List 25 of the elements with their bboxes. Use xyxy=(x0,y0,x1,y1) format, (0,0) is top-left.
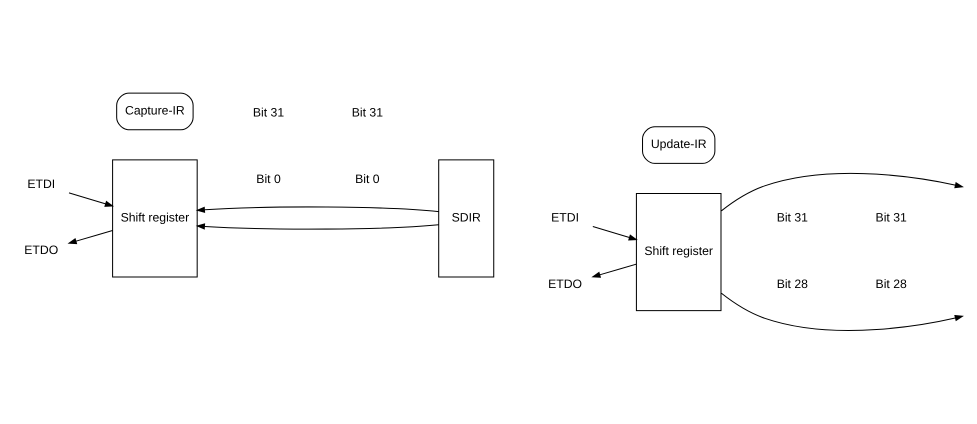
arrow xyxy=(68,230,113,244)
node-box: SDIR xyxy=(438,159,494,278)
node-box: Capture-IR xyxy=(116,92,194,130)
label: Bit 31 xyxy=(352,106,383,120)
arrow xyxy=(68,192,114,207)
node-text: ETDO xyxy=(24,243,58,258)
node-text: ETDO xyxy=(548,276,582,291)
node-box: Shift register xyxy=(636,192,722,312)
node-box: Shift register xyxy=(112,159,198,278)
arrow xyxy=(196,223,439,230)
arrow xyxy=(721,292,964,331)
label: Bit 0 xyxy=(256,172,281,186)
label: Bit 28 xyxy=(876,276,907,291)
label: Bit 28 xyxy=(776,276,808,291)
arrow xyxy=(591,264,636,278)
node-text: ETDI xyxy=(27,176,56,191)
node-text: ETDI xyxy=(551,210,579,225)
arrow xyxy=(721,172,964,212)
node-box: Update-IR xyxy=(642,126,716,164)
arrow xyxy=(196,206,439,213)
label: Bit 31 xyxy=(876,210,907,225)
label: Bit 31 xyxy=(776,210,808,225)
label: Bit 31 xyxy=(252,106,284,120)
arrow xyxy=(592,226,638,240)
label: Bit 0 xyxy=(355,172,380,186)
